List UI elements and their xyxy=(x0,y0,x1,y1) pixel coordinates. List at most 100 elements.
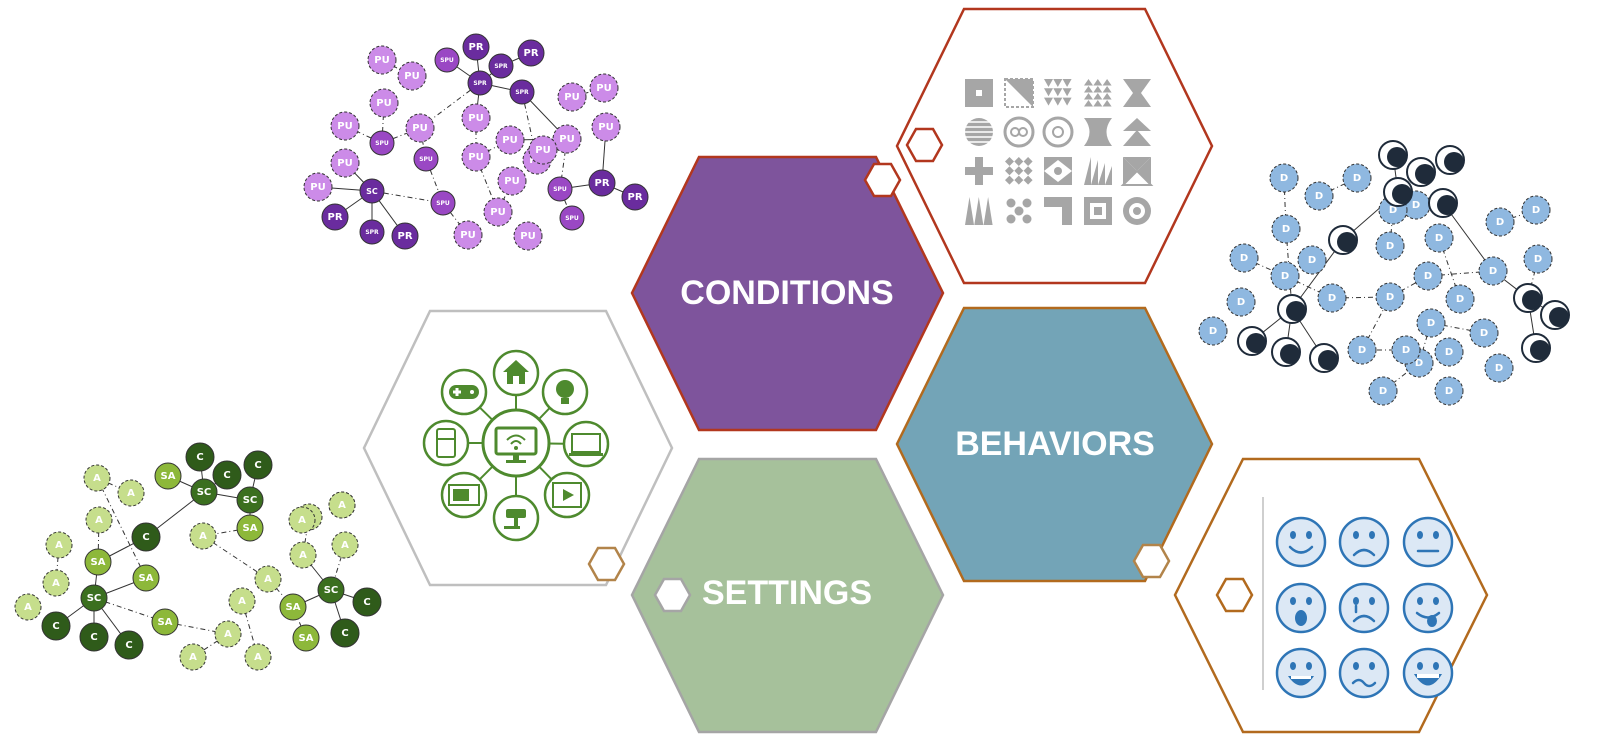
network-node: A xyxy=(328,491,356,519)
network-node: PU xyxy=(453,220,483,250)
node-circle xyxy=(114,630,144,660)
node-label: A xyxy=(127,488,135,499)
node-label: D xyxy=(1282,224,1290,235)
network-node: PU xyxy=(483,197,513,227)
network-node: D xyxy=(1342,163,1372,193)
network-node: C xyxy=(114,630,144,660)
network-node: C xyxy=(243,450,273,480)
node-circle xyxy=(430,190,456,216)
patterns-hexagon xyxy=(895,7,1214,285)
node-label: C xyxy=(142,532,149,543)
node-circle xyxy=(179,643,207,671)
behaviors-hexagon: BEHAVIORS xyxy=(895,306,1214,583)
dark-node xyxy=(1277,294,1307,324)
node-circle xyxy=(1269,163,1299,193)
node-label: PU xyxy=(596,83,611,94)
network-node: PU xyxy=(591,112,621,142)
node-circle xyxy=(413,146,439,172)
node-circle xyxy=(369,88,399,118)
node-label: C xyxy=(90,632,97,643)
node-circle xyxy=(279,593,307,621)
node-circle xyxy=(331,531,359,559)
node-circle xyxy=(151,608,179,636)
network-node: D xyxy=(1445,284,1475,314)
node-label: PU xyxy=(310,182,325,193)
node-circle xyxy=(513,221,543,251)
small-hexagon-outline xyxy=(1215,577,1254,613)
network-node: D xyxy=(1270,261,1300,291)
node-label: PR xyxy=(397,231,412,242)
devices-hexagon xyxy=(362,309,674,587)
network-node: D xyxy=(1297,245,1327,275)
node-label: SA xyxy=(91,557,106,568)
node-label: A xyxy=(338,500,346,511)
node-label: A xyxy=(52,578,60,589)
node-label: D xyxy=(1495,363,1503,374)
node-label: A xyxy=(238,596,246,607)
house-icon xyxy=(492,349,540,412)
behaviors-label: BEHAVIORS xyxy=(955,425,1155,463)
network-node: D xyxy=(1375,231,1405,261)
node-circle xyxy=(462,33,490,61)
node-circle xyxy=(1523,244,1553,274)
node-circle xyxy=(367,45,397,75)
node-label: D xyxy=(1412,200,1420,211)
node-label: SC xyxy=(87,593,102,604)
node-label: D xyxy=(1315,191,1323,202)
node-label: C xyxy=(223,470,230,481)
node-label: PR xyxy=(594,178,609,189)
node-circle xyxy=(483,197,513,227)
node-label: SA xyxy=(139,573,154,584)
node-fill xyxy=(1530,340,1550,360)
dark-node xyxy=(1237,326,1267,356)
dark-node xyxy=(1271,337,1301,367)
node-circle xyxy=(117,479,145,507)
node-label: PU xyxy=(490,207,505,218)
surprised-face-icon xyxy=(1275,582,1327,634)
network-node: PU xyxy=(528,135,558,165)
network-node: D xyxy=(1375,282,1405,312)
pattern-icon xyxy=(1042,116,1074,148)
network-node: D xyxy=(1413,261,1443,291)
node-label: PU xyxy=(564,92,579,103)
network-node: PU xyxy=(330,111,360,141)
node-circle xyxy=(359,178,385,204)
network-edge xyxy=(1427,270,1494,277)
node-circle xyxy=(1304,181,1334,211)
node-circle xyxy=(352,587,382,617)
node-fill xyxy=(1437,195,1457,215)
node-circle xyxy=(589,73,619,103)
neutral-face-icon xyxy=(1402,516,1454,568)
node-label: A xyxy=(254,652,262,663)
node-circle xyxy=(321,203,349,231)
node-circle xyxy=(509,79,535,105)
network-node: A xyxy=(228,587,256,615)
network-node: D xyxy=(1521,195,1551,225)
small-hexagon-outline xyxy=(905,127,944,163)
node-circle xyxy=(289,541,317,569)
node-label: PU xyxy=(374,55,389,66)
network-node: A xyxy=(42,569,70,597)
network-node: PU xyxy=(367,45,397,75)
node-label: D xyxy=(1456,294,1464,305)
node-label: SA xyxy=(286,602,301,613)
network-node: D xyxy=(1304,181,1334,211)
pattern-icon xyxy=(1004,78,1034,108)
grin-face-icon xyxy=(1275,647,1327,699)
pattern-icons-grid xyxy=(965,78,1154,225)
node-circle xyxy=(80,584,108,612)
network-node: C xyxy=(41,611,71,641)
pattern-icon xyxy=(1084,157,1112,185)
lightbulb-icon xyxy=(537,368,589,421)
network-node: SPU xyxy=(413,146,439,172)
network-edge xyxy=(164,621,229,635)
node-label: D xyxy=(1358,345,1366,356)
node-label: C xyxy=(52,621,59,632)
network-node: D xyxy=(1434,337,1464,367)
node-circle xyxy=(588,169,616,197)
node-label: SC xyxy=(324,585,339,596)
node-circle xyxy=(328,491,356,519)
wavy-face-icon xyxy=(1338,647,1390,699)
network-node: C xyxy=(330,618,360,648)
